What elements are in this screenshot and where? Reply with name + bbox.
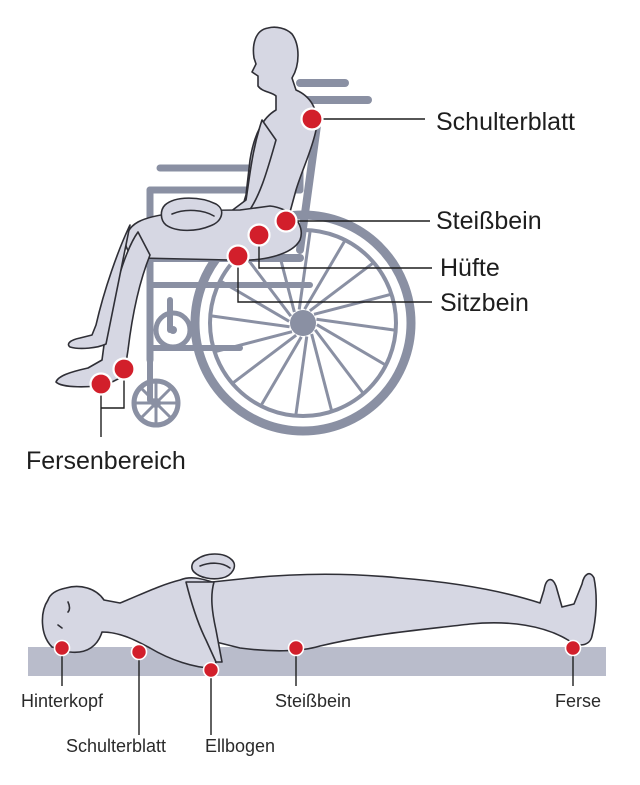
pressure-point-shoulder-blade <box>300 107 324 131</box>
pressure-point-heel-lower <box>89 372 113 396</box>
wheel-spoke <box>314 328 365 394</box>
lying-figure: Hinterkopf Schulterblatt Ellbogen Steißb… <box>21 553 606 756</box>
lying-person <box>41 553 597 669</box>
pressure-point-tailbone <box>274 209 298 233</box>
pressure-point-heel-upper <box>112 357 136 381</box>
wheel-spoke <box>297 231 312 310</box>
label-sitzbein: Sitzbein <box>440 289 529 317</box>
seated-person <box>55 26 318 388</box>
lying-pressure-points <box>53 639 582 679</box>
pressure-point-back-of-head <box>53 639 71 657</box>
pressure-point-tailbone <box>287 639 305 657</box>
label-schulterblatt: Schulterblatt <box>436 108 575 136</box>
label-ellbogen: Ellbogen <box>205 736 275 756</box>
label-schulterblatt: Schulterblatt <box>66 736 166 756</box>
front-caster-wheels <box>131 310 193 428</box>
lying-labels: Hinterkopf Schulterblatt Ellbogen Steißb… <box>21 691 601 756</box>
wheel-spoke <box>316 317 395 332</box>
label-hinterkopf: Hinterkopf <box>21 691 104 711</box>
wheel-spoke <box>294 336 309 415</box>
label-steissbein: Steißbein <box>275 691 351 711</box>
mattress <box>28 647 606 676</box>
wheel-spoke <box>308 261 374 312</box>
pressure-point-heel <box>564 639 582 657</box>
pressure-point-shoulder-blade <box>130 643 148 661</box>
label-ferse: Ferse <box>555 691 601 711</box>
wheel-spoke <box>303 240 346 310</box>
wheel-spoke <box>310 333 333 411</box>
pressure-point-sitting-bone <box>226 244 250 268</box>
wheel-spoke <box>316 323 386 366</box>
wheel-spoke <box>211 314 290 329</box>
wheel-spoke <box>232 334 298 385</box>
wheelchair-figure: Schulterblatt Steißbein Hüfte Sitzbein F… <box>26 26 575 475</box>
wheelchair-pressure-points <box>89 107 324 396</box>
label-fersenbereich: Fersenbereich <box>26 447 186 475</box>
label-steissbein: Steißbein <box>436 207 542 235</box>
pressure-point-hip <box>247 223 271 247</box>
wheel-spoke <box>260 336 303 406</box>
label-huefte: Hüfte <box>440 254 500 282</box>
wheelchair-labels: Schulterblatt Steißbein Hüfte Sitzbein F… <box>26 108 575 475</box>
pressure-point-elbow <box>202 661 220 679</box>
wheel-spoke <box>313 293 391 316</box>
